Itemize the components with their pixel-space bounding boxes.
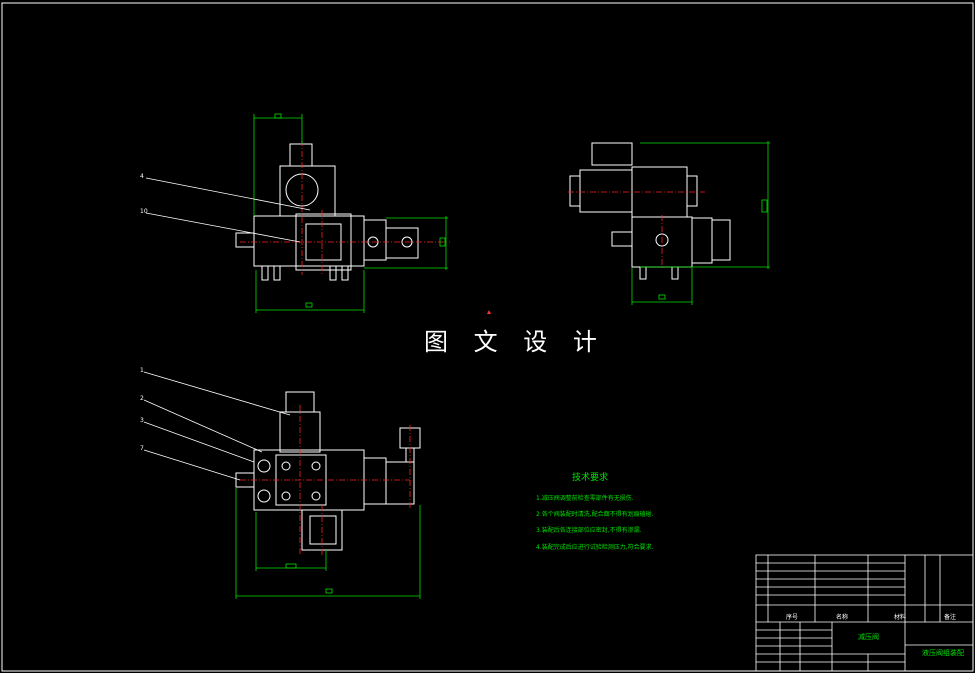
title-block-col-label: 备注 (944, 614, 957, 621)
balloon-label: 3 (140, 417, 144, 424)
watermark-text: 图 文 设 计 (424, 328, 606, 356)
front-view-centerlines (240, 140, 450, 275)
tech-requirement-line: 4.装配完成后应进行试验检测压力,符合要求. (536, 544, 654, 551)
title-block-col-label: 名称 (836, 614, 849, 621)
top-view-dimensions (235, 488, 421, 599)
drawing-name: 减压阀 (858, 633, 879, 641)
tech-requirement-line: 3.装配后各连接部位应密封,不得有渗漏. (536, 527, 642, 534)
tech-requirement-line: 1.减压阀调整前检查零部件有无损伤. (536, 495, 634, 502)
origin-marker (487, 310, 491, 314)
part-name: 液压阀组装配 (922, 649, 964, 657)
side-view-centerlines (568, 191, 705, 270)
title-block-col-label: 材料 (894, 614, 907, 621)
top-view (235, 391, 421, 551)
side-view (569, 142, 731, 280)
tech-requirements-title: 技术要求 (572, 473, 609, 483)
balloon-leaders (143, 177, 311, 481)
balloon-label: 10 (140, 208, 148, 215)
tech-requirement-line: 2.各个阀装配时清洗,配合面不得有划痕磕碰. (536, 511, 654, 518)
balloon-label: 2 (140, 395, 144, 402)
title-block-col-label: 序号 (786, 614, 799, 621)
balloon-label: 4 (140, 173, 144, 180)
balloon-label: 7 (140, 445, 144, 452)
side-view-dimensions (631, 141, 770, 305)
title-block (755, 554, 974, 672)
front-view (235, 143, 419, 281)
top-view-centerlines (240, 405, 411, 555)
balloon-label: 1 (140, 367, 144, 374)
